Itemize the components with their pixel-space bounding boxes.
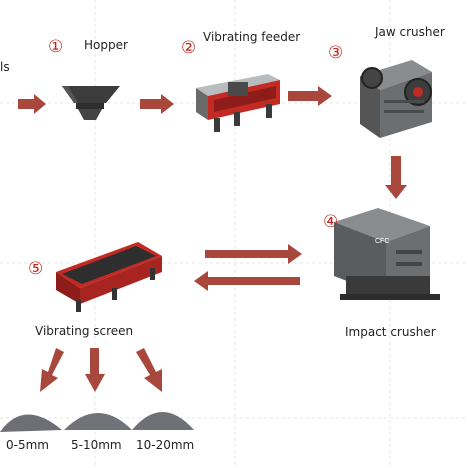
arrow-output-right	[136, 348, 162, 392]
arrow-impact-to-screen	[194, 271, 300, 291]
product-label-5-10mm: 5-10mm	[71, 438, 122, 452]
impact-crusher-machine-icon: CFC	[334, 208, 440, 300]
step-number-jaw-crusher: ③	[328, 43, 344, 63]
step-number-hopper: ①	[48, 37, 64, 57]
step-number-vibrating-screen: ⑤	[28, 259, 44, 279]
arrow-screen-to-impact	[205, 244, 302, 264]
vibrating-feeder-machine-icon	[196, 74, 280, 132]
step-label-hopper: Hopper	[84, 38, 128, 52]
step-number-impact-crusher: ④	[323, 212, 339, 232]
arrow-input-to-hopper	[18, 94, 46, 114]
product-label-0-5mm: 0-5mm	[6, 438, 49, 452]
pile-0-5mm-icon	[0, 414, 62, 432]
pile-10-20mm-icon	[132, 412, 194, 430]
pile-5-10mm-icon	[64, 413, 132, 430]
step-label-jaw-crusher: Jaw crusher	[375, 25, 445, 39]
jaw-crusher-machine-icon	[360, 60, 432, 138]
arrow-output-left	[40, 348, 64, 392]
arrow-feeder-to-jaw	[288, 86, 332, 106]
input-label: ls	[0, 60, 10, 74]
arrow-jaw-to-impact	[385, 156, 407, 199]
step-number-vibrating-feeder: ②	[181, 38, 197, 58]
arrow-hopper-to-feeder	[140, 94, 174, 114]
step-label-vibrating-screen: Vibrating screen	[35, 324, 134, 338]
svg-text:CFC: CFC	[375, 238, 389, 245]
hopper-machine-icon	[62, 86, 120, 120]
vibrating-screen-machine-icon	[56, 242, 162, 312]
step-label-impact-crusher: Impact crusher	[345, 325, 436, 339]
step-label-vibrating-feeder: Vibrating feeder	[203, 30, 301, 44]
arrow-output-middle	[85, 348, 105, 392]
product-label-10-20mm: 10-20mm	[136, 438, 195, 452]
